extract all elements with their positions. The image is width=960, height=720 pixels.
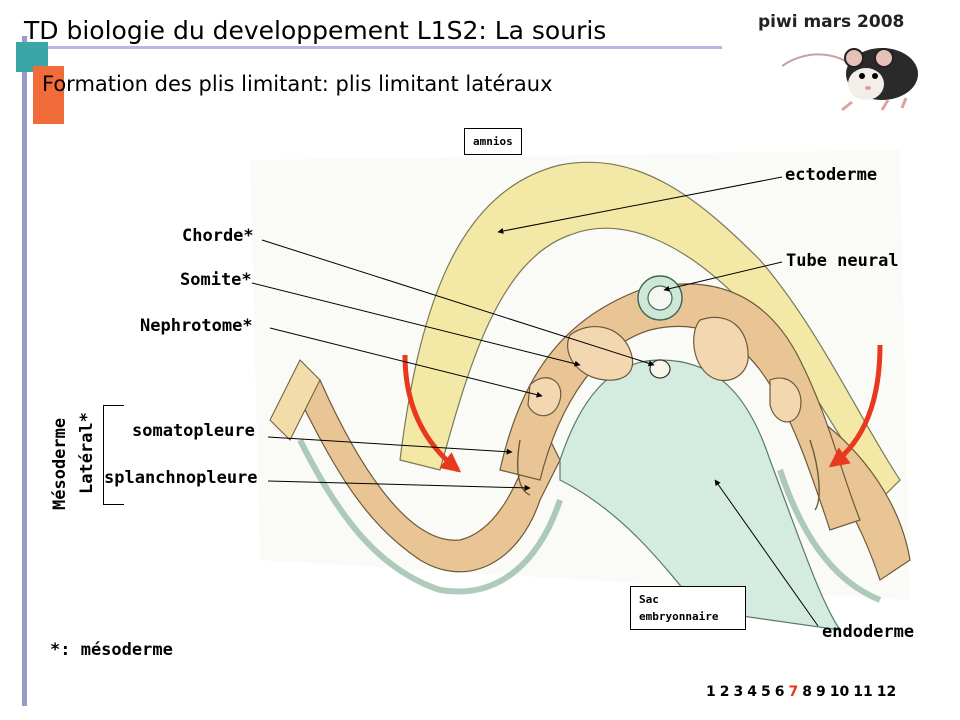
page-link-8[interactable]: 8 bbox=[802, 684, 812, 700]
nephrotome-left bbox=[528, 378, 561, 416]
page-link-12[interactable]: 12 bbox=[877, 684, 896, 700]
nephrotome-label: Nephrotome* bbox=[140, 316, 253, 336]
page-link-11[interactable]: 11 bbox=[853, 684, 872, 700]
page-link-6[interactable]: 6 bbox=[775, 684, 785, 700]
sac-embryonnaire-line2: embryonnaire bbox=[639, 608, 737, 625]
page-link-10[interactable]: 10 bbox=[830, 684, 849, 700]
splanchnopleure-label: splanchnopleure bbox=[104, 468, 258, 488]
chorde-label: Chorde* bbox=[182, 226, 254, 246]
somatopleure-label: somatopleure bbox=[132, 421, 255, 441]
sac-embryonnaire-label: Sac embryonnaire bbox=[630, 586, 746, 630]
page-link-4[interactable]: 4 bbox=[747, 684, 757, 700]
mesoderme-lateral-label: Mésoderme bbox=[50, 418, 70, 510]
mesoderme-lateral-bracket bbox=[103, 405, 124, 505]
notochord bbox=[650, 360, 670, 378]
amnios-label: amnios bbox=[464, 128, 522, 155]
endoderme-label: endoderme bbox=[822, 622, 914, 642]
page-link-2[interactable]: 2 bbox=[720, 684, 730, 700]
footnote: *: mésoderme bbox=[50, 640, 173, 660]
tube-neural-label: Tube neural bbox=[786, 251, 899, 271]
mesoderme-lateral-label-line2: Latéral* bbox=[77, 412, 97, 494]
page-link-3[interactable]: 3 bbox=[734, 684, 744, 700]
page-link-1[interactable]: 1 bbox=[706, 684, 716, 700]
page-link-7[interactable]: 7 bbox=[789, 684, 799, 700]
page-link-5[interactable]: 5 bbox=[761, 684, 771, 700]
sac-embryonnaire-line1: Sac bbox=[639, 591, 737, 608]
ectoderme-label: ectoderme bbox=[785, 165, 877, 185]
page-link-9[interactable]: 9 bbox=[816, 684, 826, 700]
somite-label: Somite* bbox=[180, 270, 252, 290]
